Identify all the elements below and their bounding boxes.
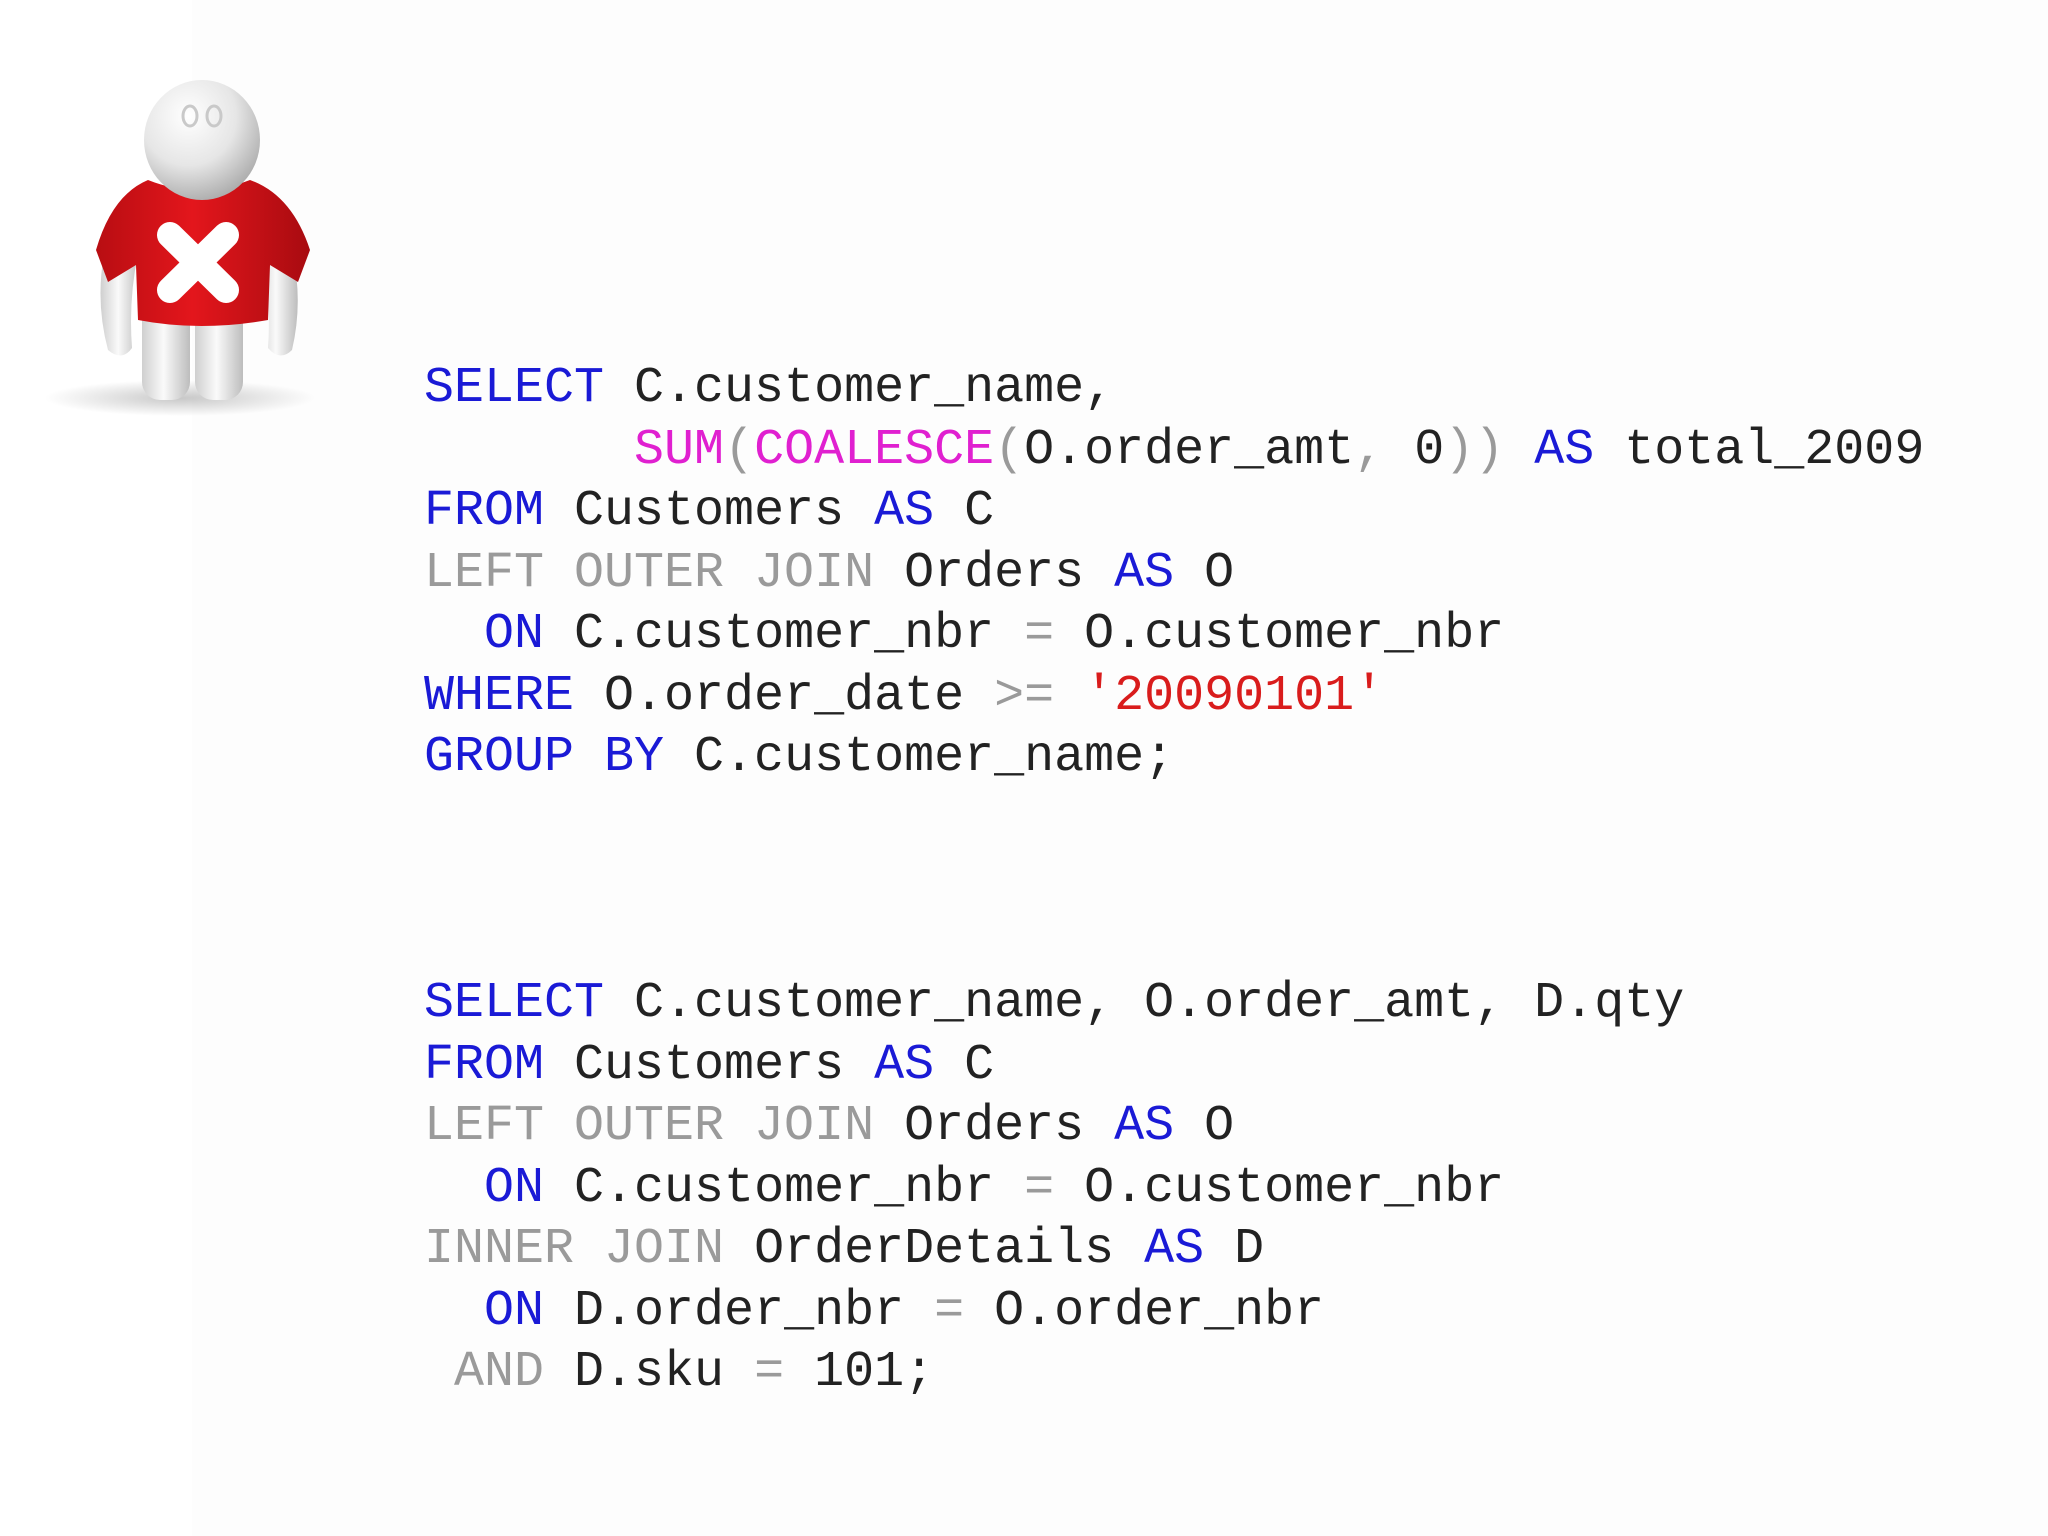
sql-operator: , xyxy=(1354,421,1415,479)
code-line: ON C.customer_nbr = O.customer_nbr xyxy=(424,604,1924,666)
sql-keyword: AS xyxy=(1534,421,1595,479)
sql-operator: )) xyxy=(1444,421,1535,479)
sql-operator: = xyxy=(934,1282,965,1340)
sql-identifier: D.sku xyxy=(544,1344,755,1401)
sql-keyword: ON xyxy=(484,606,545,663)
sql-identifier: C.customer_name, O.order_amt, D.qty xyxy=(604,975,1685,1032)
code-line: GROUP BY C.customer_name; xyxy=(424,727,1924,789)
sql-identifier xyxy=(1054,668,1084,725)
sql-keyword: SELECT xyxy=(424,360,605,417)
code-line: LEFT OUTER JOIN Orders AS O xyxy=(424,1096,1684,1158)
sql-identifier: C.customer_nbr xyxy=(544,1159,1025,1217)
sql-keyword: AS xyxy=(1144,1221,1205,1278)
sql-operator: LEFT OUTER JOIN xyxy=(424,1098,875,1155)
code-line: FROM Customers AS C xyxy=(424,481,1924,543)
sql-identifier: O xyxy=(1174,1098,1235,1155)
sql-query-block-2: SELECT C.customer_name, O.order_amt, D.q… xyxy=(424,973,1684,1404)
sql-identifier: 0 xyxy=(1414,421,1445,479)
slide-background xyxy=(192,0,2048,1536)
code-line: WHERE O.order_date >= '20090101' xyxy=(424,666,1924,728)
sql-identifier: Orders xyxy=(874,544,1115,602)
sql-keyword: ON xyxy=(484,1282,545,1340)
sql-identifier: O.order_nbr xyxy=(964,1282,1325,1340)
sql-keyword: FROM xyxy=(424,1036,545,1094)
sql-operator: >= xyxy=(994,667,1055,725)
sql-keyword: ON xyxy=(484,1159,545,1217)
sql-identifier xyxy=(424,606,484,663)
code-line: LEFT OUTER JOIN Orders AS O xyxy=(424,543,1924,605)
sql-identifier: Customers xyxy=(544,483,875,540)
figure-right-eye xyxy=(205,104,223,128)
sql-operator: AND xyxy=(454,1344,545,1401)
sql-keyword: WHERE xyxy=(424,667,575,725)
sql-operator: = xyxy=(1024,606,1055,663)
sql-identifier xyxy=(424,1344,454,1401)
sql-identifier: O xyxy=(1174,544,1235,602)
sql-query-block-1: SELECT C.customer_name, SUM(COALESCE(O.o… xyxy=(424,358,1924,789)
sql-string-literal: '20090101' xyxy=(1084,667,1385,725)
code-line: INNER JOIN OrderDetails AS D xyxy=(424,1219,1684,1281)
code-line: SUM(COALESCE(O.order_amt, 0)) AS total_2… xyxy=(424,420,1924,482)
sql-function: COALESCE xyxy=(754,421,995,479)
sql-identifier: O.order_amt xyxy=(1024,421,1355,479)
sql-operator: INNER JOIN xyxy=(424,1221,725,1278)
sql-identifier: Orders xyxy=(874,1098,1115,1155)
sql-identifier: total_2009 xyxy=(1594,421,1925,479)
code-line: AND D.sku = 101; xyxy=(424,1342,1684,1404)
sql-identifier: C.customer_name, xyxy=(604,360,1115,417)
code-line: ON D.order_nbr = O.order_nbr xyxy=(424,1281,1684,1343)
figure-head xyxy=(144,80,260,200)
sql-keyword: GROUP BY xyxy=(424,729,665,786)
sql-identifier: O.order_date xyxy=(574,667,995,725)
sql-keyword: SELECT xyxy=(424,975,605,1032)
sql-identifier: C.customer_name; xyxy=(664,729,1175,786)
sql-identifier: C xyxy=(934,1036,995,1094)
sql-identifier xyxy=(424,1283,484,1340)
sql-operator: ( xyxy=(724,421,755,479)
code-line: SELECT C.customer_name, O.order_amt, D.q… xyxy=(424,973,1684,1035)
sql-identifier: C xyxy=(934,483,995,540)
shirt-x-mark xyxy=(157,222,239,303)
sql-identifier: D xyxy=(1204,1221,1265,1278)
code-line: SELECT C.customer_name, xyxy=(424,358,1924,420)
code-line: FROM Customers AS C xyxy=(424,1035,1684,1097)
sql-operator: LEFT OUTER JOIN xyxy=(424,544,875,602)
sql-keyword: FROM xyxy=(424,483,545,540)
sql-identifier: O.customer_nbr xyxy=(1054,1159,1505,1217)
error-person-icon xyxy=(45,80,315,416)
sql-operator: = xyxy=(1024,1159,1055,1217)
sql-keyword: AS xyxy=(1114,1098,1175,1155)
sql-identifier xyxy=(424,1160,484,1217)
sql-identifier: D.order_nbr xyxy=(544,1282,935,1340)
sql-keyword: AS xyxy=(874,483,935,540)
sql-function: SUM xyxy=(634,421,725,479)
sql-identifier: O.customer_nbr xyxy=(1054,606,1505,663)
code-line: ON C.customer_nbr = O.customer_nbr xyxy=(424,1158,1684,1220)
sql-identifier xyxy=(424,422,634,479)
sql-identifier: OrderDetails xyxy=(724,1221,1145,1278)
sql-identifier: Customers xyxy=(544,1036,875,1094)
sql-operator: = xyxy=(754,1344,785,1401)
sql-keyword: AS xyxy=(1114,544,1175,602)
figure-left-eye xyxy=(181,104,199,128)
sql-identifier: C.customer_nbr xyxy=(544,606,1025,663)
sql-operator: ( xyxy=(994,421,1025,479)
sql-keyword: AS xyxy=(874,1036,935,1094)
sql-identifier: 101; xyxy=(784,1344,935,1401)
